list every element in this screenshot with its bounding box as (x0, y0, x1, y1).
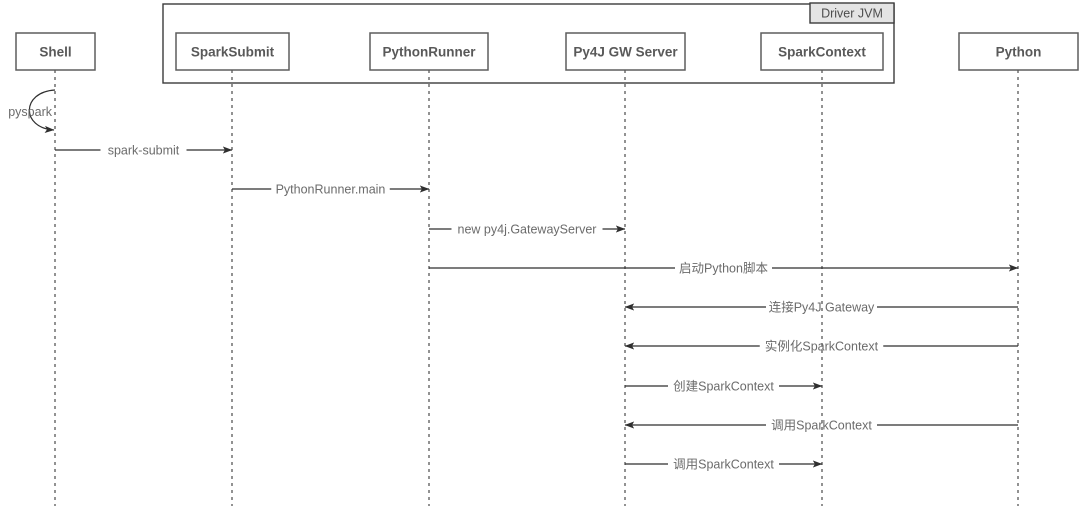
participant-label-py4jgw: Py4J GW Server (573, 45, 678, 60)
message-m1: spark-submit (55, 144, 233, 158)
message-label-m6: 实例化SparkContext (765, 339, 879, 354)
participant-box-shell[interactable] (15, 32, 96, 71)
message-label-m3: new py4j.GatewayServer (458, 223, 597, 237)
participant-label-sparksubmit: SparkSubmit (191, 45, 275, 60)
message-m4: 启动Python脚本 (429, 261, 1019, 276)
message-m2: PythonRunner.main (232, 183, 430, 197)
participant-box-pythonrunner[interactable] (369, 32, 489, 71)
participant-box-python[interactable] (958, 32, 1079, 71)
self-message-arrow-m0 (28, 89, 56, 134)
message-label-m5: 连接Py4J Gateway (769, 300, 875, 315)
message-label-m7: 创建SparkContext (673, 380, 774, 394)
message-label-m1: spark-submit (108, 144, 180, 158)
message-label-m9: 调用SparkContext (673, 458, 774, 472)
participants-layer: Shell SparkSubmit PythonRunner Py4J GW Serv… (15, 32, 1079, 71)
message-m0: pyspark (8, 89, 56, 134)
participant-label-shell: Shell (39, 45, 71, 60)
participant-box-sparksubmit[interactable] (175, 32, 290, 71)
message-m5: 连接Py4J Gateway (624, 300, 1018, 315)
participant-label-python: Python (996, 45, 1042, 60)
message-m3: new py4j.GatewayServer (429, 223, 626, 237)
lifelines-layer (54, 70, 1019, 506)
message-label-m2: PythonRunner.main (276, 183, 386, 197)
message-label-m0: pyspark (8, 105, 53, 119)
participant-box-sparkcontext[interactable] (760, 32, 884, 71)
driver-jvm-label: Driver JVM (821, 7, 883, 21)
driver-jvm-group: Driver JVM (162, 2, 895, 84)
message-label-m8: 调用SparkContext (771, 419, 872, 433)
message-m7: 创建SparkContext (625, 380, 823, 394)
driver-jvm-boundary (162, 3, 895, 84)
message-m6: 实例化SparkContext (624, 339, 1018, 354)
participant-label-pythonrunner: PythonRunner (383, 45, 477, 60)
participant-box-py4jgw[interactable] (565, 32, 686, 71)
message-label-m4: 启动Python脚本 (679, 261, 768, 276)
driver-jvm-tab (809, 2, 895, 24)
message-m8: 调用SparkContext (624, 419, 1018, 433)
participant-label-sparkcontext: SparkContext (778, 45, 866, 60)
message-m9: 调用SparkContext (625, 458, 823, 472)
